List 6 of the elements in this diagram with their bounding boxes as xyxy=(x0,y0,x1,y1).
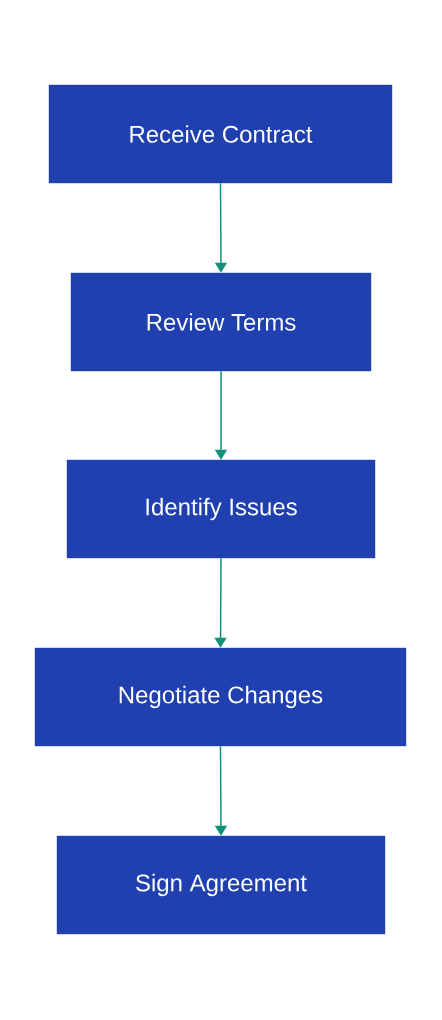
process-box: Receive Contract xyxy=(48,84,393,184)
process-box: Negotiate Changes xyxy=(34,647,407,747)
process-box: Identify Issues xyxy=(66,459,376,559)
process-box: Review Terms xyxy=(70,272,372,372)
process-box: Sign Agreement xyxy=(56,835,386,935)
arrow xyxy=(214,557,227,648)
